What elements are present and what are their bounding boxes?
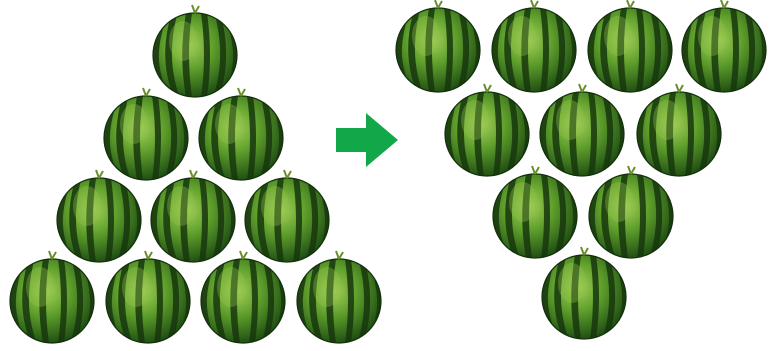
watermelon bbox=[10, 251, 94, 343]
watermelon bbox=[540, 84, 624, 176]
watermelon bbox=[542, 247, 626, 339]
watermelon bbox=[57, 170, 141, 262]
watermelon bbox=[492, 0, 576, 92]
watermelon bbox=[493, 166, 577, 258]
right-arrow-icon bbox=[336, 113, 398, 167]
watermelon bbox=[297, 251, 381, 343]
watermelon bbox=[637, 84, 721, 176]
right-melon-pyramid bbox=[396, 0, 766, 339]
watermelon bbox=[201, 251, 285, 343]
watermelon bbox=[588, 0, 672, 92]
left-melon-pyramid bbox=[10, 5, 381, 343]
watermelon bbox=[682, 0, 766, 92]
watermelon bbox=[245, 170, 329, 262]
watermelon bbox=[106, 251, 190, 343]
watermelon bbox=[445, 84, 529, 176]
watermelon bbox=[151, 170, 235, 262]
watermelon bbox=[153, 5, 237, 97]
watermelon bbox=[199, 88, 283, 180]
watermelon bbox=[589, 166, 673, 258]
watermelon bbox=[104, 88, 188, 180]
watermelon bbox=[396, 0, 480, 92]
